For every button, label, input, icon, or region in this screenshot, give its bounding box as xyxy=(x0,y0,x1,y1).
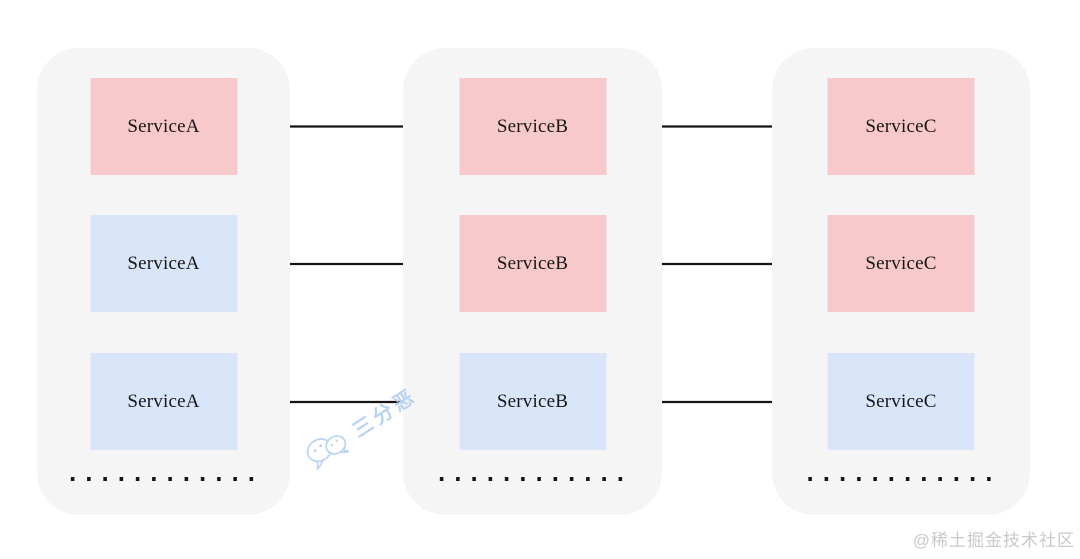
service-box-label: ServiceB xyxy=(496,115,569,137)
service-c-group: ServiceC ServiceC ServiceC ............ xyxy=(772,48,1030,515)
service-box: ServiceB xyxy=(459,353,606,450)
service-box-label: ServiceA xyxy=(127,115,200,137)
attribution-text: @稀土掘金技术社区 xyxy=(912,531,1075,550)
service-box: ServiceA xyxy=(90,353,237,450)
service-box: ServiceC xyxy=(827,215,975,312)
ellipsis-dots: ............ xyxy=(803,462,999,487)
service-box: ServiceC xyxy=(827,353,975,450)
wechat-icon xyxy=(306,435,350,471)
service-b-group: ServiceB ServiceB ServiceB ............ xyxy=(403,48,662,515)
service-box-label: ServiceA xyxy=(127,390,200,412)
service-box: ServiceA xyxy=(90,215,237,312)
ellipsis-dots: ............ xyxy=(435,462,630,487)
service-box-label: ServiceB xyxy=(496,390,569,412)
service-box: ServiceB xyxy=(459,215,606,312)
service-box-label: ServiceC xyxy=(865,390,937,412)
service-box: ServiceA xyxy=(90,78,237,175)
service-box: ServiceC xyxy=(827,78,975,175)
ellipsis-dots: ............ xyxy=(66,462,261,487)
service-box-label: ServiceA xyxy=(127,252,200,274)
service-box: ServiceB xyxy=(459,78,606,175)
service-a-group: ServiceA ServiceA ServiceA ............ xyxy=(37,48,290,515)
service-box-label: ServiceC xyxy=(865,115,937,137)
service-box-label: ServiceC xyxy=(865,252,937,274)
service-box-label: ServiceB xyxy=(496,252,569,274)
